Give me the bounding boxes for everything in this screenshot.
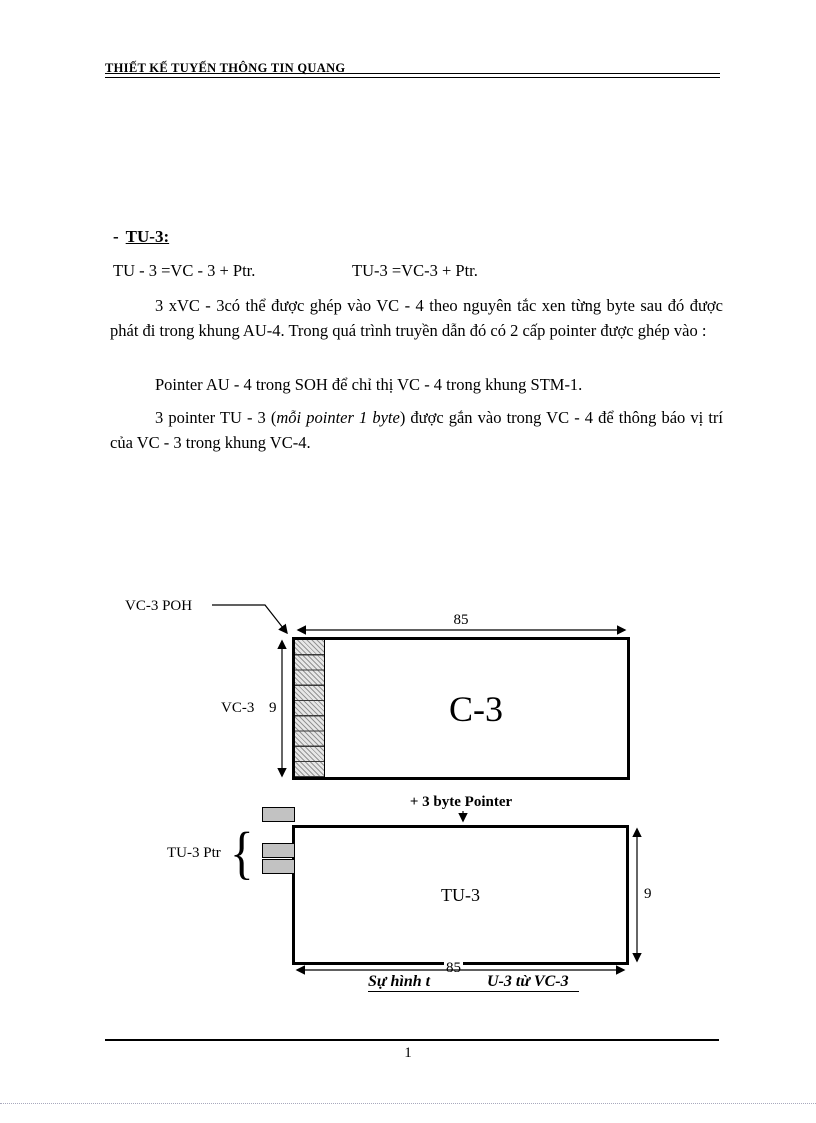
header-title: THIẾT KẾ TUYẾN THÔNG TIN QUANG	[105, 61, 346, 75]
right-height-value: 9	[644, 886, 652, 902]
vc3-poh-hatched-column	[295, 640, 325, 777]
paragraph-multiplexing: 3 xVC - 3có thể được ghép vào VC - 4 the…	[110, 296, 723, 340]
c3-box-label: C-3	[449, 688, 503, 729]
page-number: 1	[404, 1045, 412, 1061]
caption-underline	[368, 991, 579, 992]
c3-container-box: C-3	[292, 637, 630, 780]
heading-dash: -	[113, 227, 119, 246]
bottom-width-value: 85	[444, 960, 463, 977]
left-height-value: 9	[269, 700, 277, 716]
top-width-value: 85	[453, 612, 469, 628]
vc3-side-label: VC-3	[221, 700, 255, 716]
caption-right: U-3 từ VC-3	[487, 973, 569, 990]
pointer-note-label: + 3 byte Pointer	[409, 794, 513, 810]
formula-right: TU-3 =VC-3 + Ptr.	[352, 261, 478, 280]
footer-rule	[105, 1039, 719, 1041]
paragraph-tu3-pointer-after: ) được gắn vào trong VC - 4 để thông báo…	[110, 408, 723, 452]
tu3-pointer-byte-1	[262, 807, 295, 822]
header-rule-bottom	[105, 77, 720, 78]
caption-left: Sự hình t	[368, 973, 431, 990]
heading-text: TU-3:	[125, 227, 170, 246]
paragraph-tu3-pointer-italic: mỗi pointer 1 byte	[276, 408, 400, 427]
tu3-box-label: TU-3	[441, 884, 480, 905]
vc3-poh-label: VC-3 POH	[125, 598, 193, 614]
tu3-pointer-byte-3	[262, 859, 295, 874]
tu3-pointer-byte-2	[262, 843, 295, 858]
tu3-frame-box: TU-3	[292, 825, 629, 965]
tu3-ptr-label: TU-3 Ptr	[167, 845, 221, 861]
paragraph-au4-pointer: Pointer AU - 4 trong SOH để chỉ thị VC -…	[155, 375, 583, 394]
paragraph-tu3-pointer: 3 pointer TU - 3 (mỗi pointer 1 byte) đư…	[110, 405, 723, 455]
formula-left: TU - 3 =VC - 3 + Ptr.	[113, 261, 256, 280]
poh-leader-arrow	[212, 604, 288, 635]
header-rule-top	[105, 73, 720, 74]
section-heading: -TU-3:	[113, 227, 169, 247]
curly-brace-glyph: {	[230, 820, 254, 885]
paragraph-tu3-pointer-before: 3 pointer TU - 3 (	[155, 408, 277, 427]
page-boundary-dotted-line	[0, 1103, 816, 1104]
